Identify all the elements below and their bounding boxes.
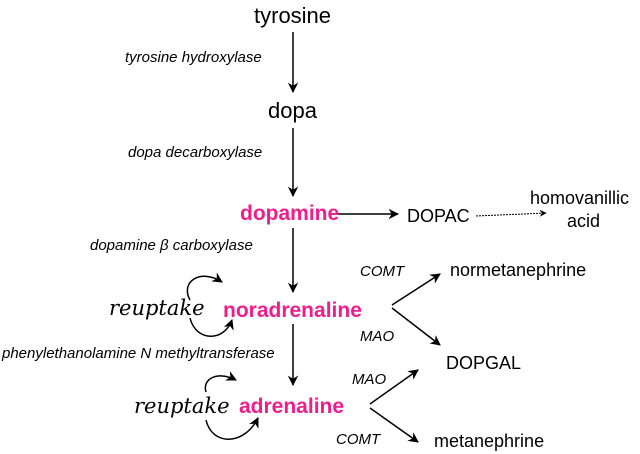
reuptake-label-adrenaline: reuptake — [134, 394, 230, 418]
node-noradrenaline: noradrenaline — [223, 299, 362, 322]
arrow-adrenaline-metanephrine — [369, 407, 419, 443]
arrow-noradrenaline-normetanephrine — [391, 273, 441, 306]
node-dopgal: DOPGAL — [446, 353, 522, 373]
enzyme-tyrosine-hydroxylase: tyrosine hydroxylase — [125, 49, 262, 66]
reuptake-label-noradrenaline: reuptake — [109, 296, 205, 320]
node-dopamine: dopamine — [240, 202, 340, 225]
enzyme-comt-noradrenaline: COMT — [360, 263, 405, 280]
enzyme-dopamine-b-carboxylase: dopamine β carboxylase — [90, 237, 253, 254]
arrow-noradrenaline-dopgal — [391, 307, 441, 346]
node-metanephrine: metanephrine — [434, 431, 545, 451]
node-homovanillic-line2: acid — [567, 211, 601, 231]
enzyme-mao-noradrenaline: MAO — [360, 328, 395, 345]
node-homovanillic-line1: homovanillic — [530, 188, 630, 208]
enzyme-dopa-decarboxylase: dopa decarboxylase — [128, 144, 263, 161]
reuptake-loop-adrenaline-top — [204, 371, 237, 393]
node-dopac: DOPAC — [407, 206, 470, 226]
enzyme-mao-adrenaline: MAO — [352, 371, 387, 388]
arrow-adrenaline-dopgal — [369, 369, 419, 405]
arrow-dopac-homovanillic — [475, 209, 547, 217]
reuptake-loop-adrenaline-bottom — [205, 417, 259, 440]
node-adrenaline: adrenaline — [239, 395, 345, 418]
enzyme-comt-adrenaline: COMT — [336, 431, 381, 448]
enzyme-pnmt: phenylethanolamine N methyltransferase — [2, 345, 275, 362]
node-normetanephrine: normetanephrine — [450, 260, 587, 280]
reuptake-loop-noradrenaline-top — [186, 272, 223, 301]
reuptake-loop-noradrenaline-bottom — [189, 317, 234, 337]
node-tyrosine: tyrosine — [254, 3, 332, 28]
node-dopa: dopa — [268, 98, 317, 123]
